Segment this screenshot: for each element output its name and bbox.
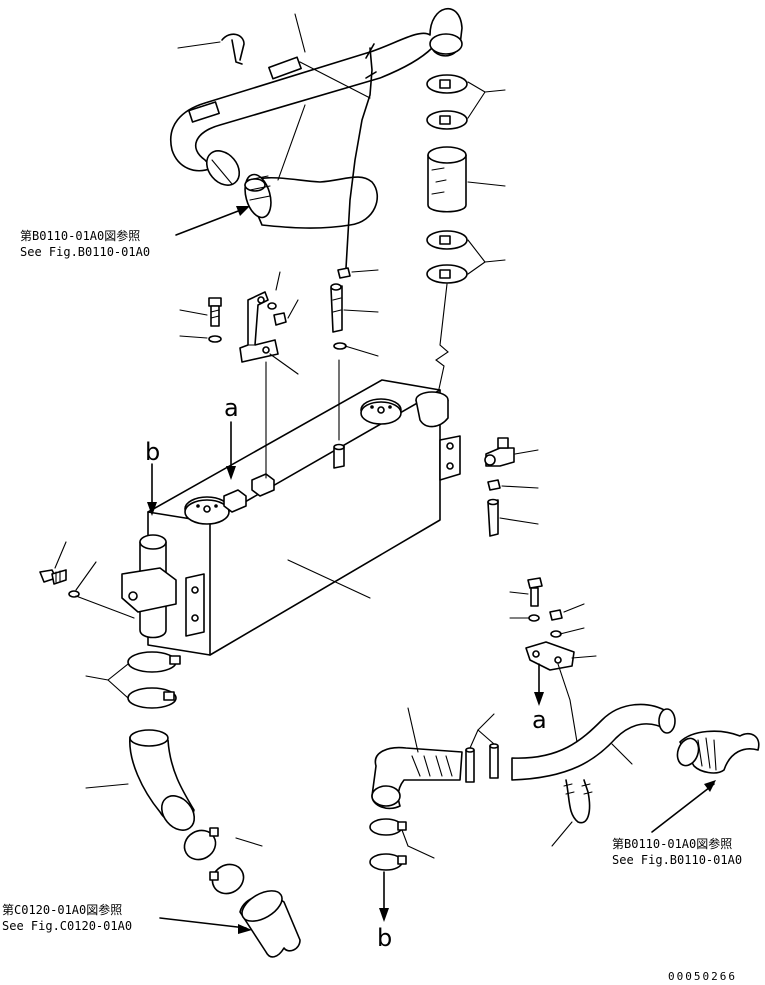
washer xyxy=(208,335,222,343)
drawing-code: 00050266 xyxy=(668,970,737,983)
hose-clip-2 xyxy=(188,101,220,123)
clamp-lower-left xyxy=(127,651,177,673)
reference-hose xyxy=(679,730,760,774)
marker-a-bottom: a xyxy=(532,706,547,734)
elbow-hose xyxy=(244,176,378,229)
marker-a-top: a xyxy=(224,394,239,422)
u-clip xyxy=(565,779,591,824)
marker-b-bottom: b xyxy=(377,924,392,952)
clamp-bottom xyxy=(183,829,217,861)
retaining-rod xyxy=(345,47,373,269)
marker-b-top: b xyxy=(145,438,160,466)
hose-pipe-small xyxy=(330,285,343,333)
ref-top-left-en: See Fig.B0110-01A0 xyxy=(20,245,150,259)
ref-top-left-jp: 第B0110-01A0図参照 xyxy=(20,228,140,243)
ref-bottom-right-en: See Fig.B0110-01A0 xyxy=(612,853,742,867)
tank-body xyxy=(147,379,441,656)
ref-bottom-left-jp: 第C0120-01A0図参照 xyxy=(2,902,122,917)
ref-bottom-left-en: See Fig.C0120-01A0 xyxy=(2,919,132,933)
pipe-joint xyxy=(465,749,475,783)
upper-hose xyxy=(169,8,463,172)
bolt xyxy=(208,297,222,307)
bracket-lower xyxy=(525,641,575,671)
hose-clip xyxy=(268,56,302,80)
ref-bottom-right-jp: 第B0110-01A0図参照 xyxy=(612,836,732,851)
clip-hook xyxy=(221,33,245,65)
